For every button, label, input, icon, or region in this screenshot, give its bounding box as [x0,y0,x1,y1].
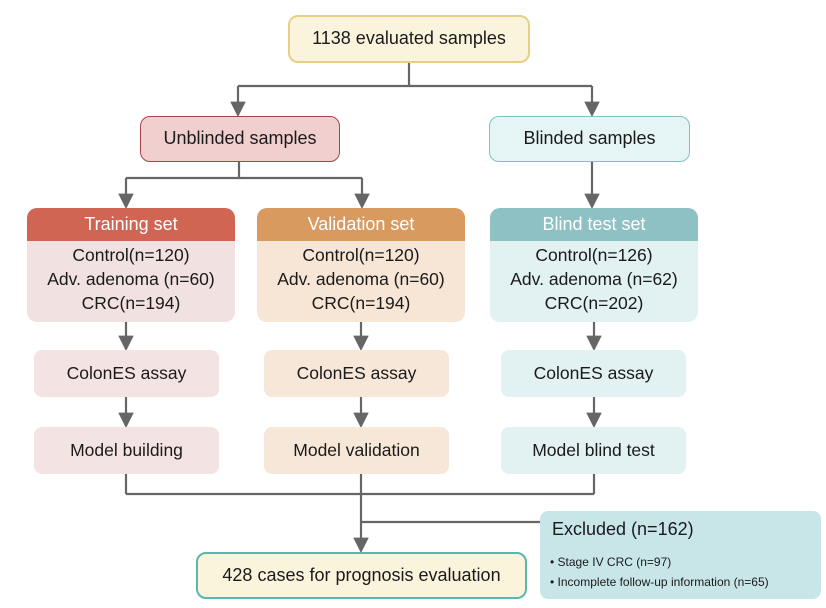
model-blind-test-box: Model blind test [501,427,686,474]
training-set-details: Control(n=120) Adv. adenoma (n=60) CRC(n… [27,241,235,322]
training-set-box: Training set Control(n=120) Adv. adenoma… [27,208,235,322]
prognosis-cases-label: 428 cases for prognosis evaluation [222,564,501,585]
model-building-label: Model building [70,440,183,460]
training-assay-box: ColonES assay [34,350,219,397]
prognosis-cases-box: 428 cases for prognosis evaluation [196,552,527,599]
validation-control-count: Control(n=120) [302,245,420,265]
excluded-box: Excluded (n=162) Stage IV CRC (n=97) Inc… [540,511,821,599]
validation-set-details: Control(n=120) Adv. adenoma (n=60) CRC(n… [257,241,465,322]
blind-test-set-box: Blind test set Control(n=126) Adv. adeno… [490,208,698,322]
model-blind-test-label: Model blind test [532,440,655,460]
validation-set-box: Validation set Control(n=120) Adv. adeno… [257,208,465,322]
blind-crc-count: CRC(n=202) [544,293,644,313]
validation-assay-label: ColonES assay [296,363,417,383]
blinded-samples-box: Blinded samples [489,116,690,162]
validation-set-title: Validation set [257,208,465,241]
training-crc-count: CRC(n=194) [81,293,181,313]
unblinded-samples-label: Unblinded samples [163,128,317,149]
training-assay-label: ColonES assay [66,363,187,383]
blind-assay-label: ColonES assay [533,363,654,383]
model-validation-box: Model validation [264,427,449,474]
training-control-count: Control(n=120) [72,245,190,265]
blind-test-set-details: Control(n=126) Adv. adenoma (n=62) CRC(n… [490,241,698,322]
validation-assay-box: ColonES assay [264,350,449,397]
blinded-samples-label: Blinded samples [523,128,656,149]
excluded-item-follow-up: Incomplete follow-up information (n=65) [550,572,811,592]
excluded-item-stage-iv: Stage IV CRC (n=97) [550,552,811,572]
blind-assay-box: ColonES assay [501,350,686,397]
validation-adenoma-count: Adv. adenoma (n=60) [277,269,445,289]
training-set-title: Training set [27,208,235,241]
unblinded-samples-box: Unblinded samples [140,116,340,162]
model-building-box: Model building [34,427,219,474]
blind-test-set-title: Blind test set [490,208,698,241]
evaluated-samples-label: 1138 evaluated samples [312,28,506,49]
validation-crc-count: CRC(n=194) [311,293,411,313]
blind-control-count: Control(n=126) [535,245,653,265]
training-adenoma-count: Adv. adenoma (n=60) [47,269,215,289]
evaluated-samples-box: 1138 evaluated samples [288,15,530,63]
blind-adenoma-count: Adv. adenoma (n=62) [510,269,678,289]
model-validation-label: Model validation [293,440,420,460]
excluded-title: Excluded (n=162) [552,519,694,539]
